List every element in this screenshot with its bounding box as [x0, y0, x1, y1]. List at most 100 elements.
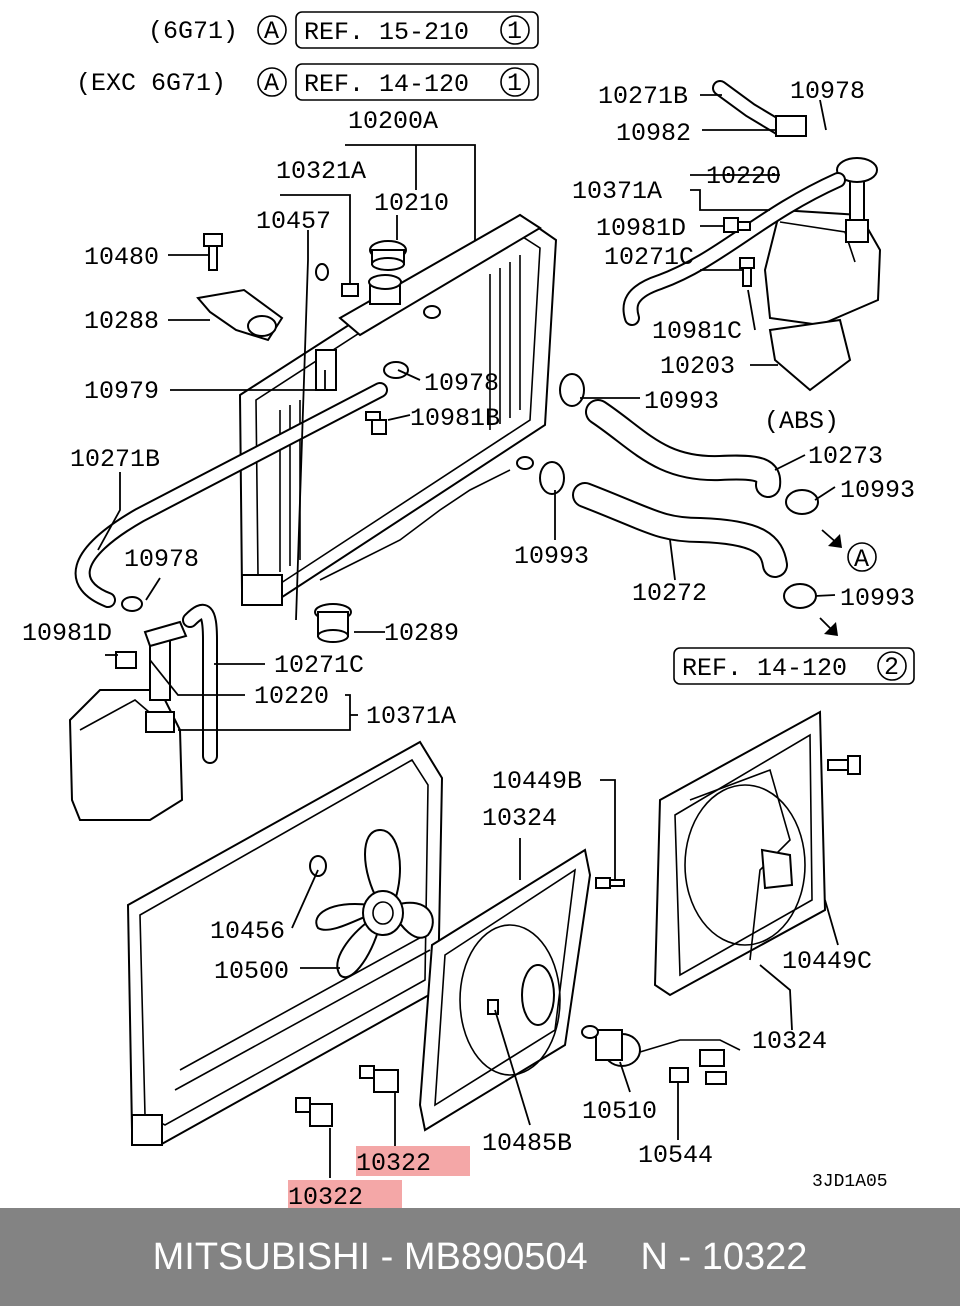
label-10979: 10979: [84, 377, 159, 406]
label-10993-d: 10993: [840, 584, 915, 613]
ref-text: REF. 15-210: [304, 18, 469, 47]
label-10456: 10456: [210, 917, 285, 946]
label-10978-upper: 10978: [424, 369, 499, 398]
ref-number: 1: [507, 17, 522, 46]
label-10220-left: 10220: [254, 682, 329, 711]
shroud-center: [418, 848, 592, 1132]
bolt-10449b: [595, 877, 625, 889]
arrows: [819, 529, 877, 636]
label-abs: (ABS): [764, 407, 839, 436]
ref-marker: A: [264, 17, 279, 46]
position-number: N - 10322: [640, 1235, 808, 1278]
label-10322-a: 10322: [356, 1149, 431, 1178]
clip-10321a: [341, 283, 359, 297]
footer-separator: -: [370, 1235, 404, 1278]
gasket-10457: [315, 263, 329, 281]
sensor-10322-left: [295, 1097, 333, 1127]
bolt-10981d-right: [723, 217, 751, 233]
bracket-10288: [196, 288, 284, 342]
label-10321a: 10321A: [276, 157, 366, 186]
hose-10273: [585, 399, 782, 498]
label-10371a-right: 10371A: [572, 177, 662, 206]
hose-clamps: [539, 373, 819, 609]
part-labels: 10200A 10321A 10210 10457 10480 10288 10…: [22, 77, 915, 1208]
label-10271c-left: 10271C: [274, 651, 364, 680]
hose-10272: [572, 482, 788, 578]
parts-diagram: (6G71) A REF. 15-210 1 (EXC 6G71) A REF.…: [22, 11, 915, 1208]
label-10324-right: 10324: [752, 1027, 827, 1056]
label-10449b: 10449B: [492, 767, 582, 796]
part-number: MB890504: [403, 1235, 588, 1278]
mount-10289: [314, 603, 352, 643]
clamp-10978: [383, 361, 409, 379]
connector-10544: [669, 1049, 727, 1085]
label-10449c: 10449C: [782, 947, 872, 976]
highlight-10322-b: [288, 1180, 402, 1208]
bolt-10449c: [827, 755, 861, 775]
ref-bottom-number: 2: [884, 653, 899, 682]
label-10500: 10500: [214, 957, 289, 986]
ref-number: 1: [507, 69, 522, 98]
brand-name: MITSUBISHI: [152, 1235, 371, 1278]
diagram-code: 3JD1A05: [812, 1172, 888, 1192]
motor-10510: [581, 1025, 741, 1067]
label-10210: 10210: [374, 189, 449, 218]
fan-10500: [315, 828, 434, 978]
label-10271c-right: 10271C: [604, 243, 694, 272]
ref-marker: A: [264, 69, 279, 98]
label-10273: 10273: [808, 442, 883, 471]
label-10981d-left: 10981D: [22, 619, 112, 648]
label-10510: 10510: [582, 1097, 657, 1126]
label-10544: 10544: [638, 1141, 713, 1170]
label-10457: 10457: [256, 207, 331, 236]
label-marker-a: A: [854, 545, 869, 574]
label-10220-right: 10220: [706, 162, 781, 191]
label-10981d-right: 10981D: [596, 214, 686, 243]
nut-10456: [309, 855, 327, 877]
footer-gap: [588, 1236, 641, 1279]
ref-condition: (6G71): [148, 17, 238, 46]
highlight-10322-a: [356, 1146, 470, 1176]
label-10993-b: 10993: [840, 476, 915, 505]
bolt-10981c: [739, 257, 755, 287]
label-10978-lower: 10978: [124, 545, 199, 574]
ref-text: REF. 14-120: [304, 70, 469, 99]
sensor-10322-right: [359, 1065, 399, 1093]
label-10200a: 10200A: [348, 107, 438, 136]
label-10982: 10982: [616, 119, 691, 148]
hose-10271b-left: [74, 382, 388, 608]
bolt-10480: [203, 233, 223, 271]
part-footer: MITSUBISHI - MB890504 N - 10322: [0, 1208, 960, 1306]
label-10272: 10272: [632, 579, 707, 608]
bolt-10981b: [365, 411, 387, 435]
label-10981c: 10981C: [652, 317, 742, 346]
label-10993-c: 10993: [514, 542, 589, 571]
shroud-right: [653, 710, 827, 997]
label-10203: 10203: [660, 352, 735, 381]
label-10322-b: 10322: [288, 1183, 363, 1208]
header-ref-6g71: (6G71) A REF. 15-210 1: [148, 11, 539, 49]
radiator-upper-drawing: [238, 213, 558, 607]
label-10993-a: 10993: [644, 387, 719, 416]
radiator-cap: [369, 240, 407, 271]
ref-condition: (EXC 6G71): [76, 69, 226, 98]
reservoir-left: [68, 620, 188, 821]
label-10981b: 10981B: [410, 404, 500, 433]
label-10288: 10288: [84, 307, 159, 336]
hose-10271c-left: [182, 603, 218, 764]
hose-10271b-right: [712, 80, 807, 137]
label-10371a-left: 10371A: [366, 702, 456, 731]
reservoir-right: [763, 157, 882, 392]
label-10978-right: 10978: [790, 77, 865, 106]
header-ref-exc-6g71: (EXC 6G71) A REF. 14-120 1: [76, 63, 539, 101]
ref-bottom: REF. 14-120 2: [673, 647, 915, 685]
label-10271b-left: 10271B: [70, 445, 160, 474]
hose-10271c-right: [622, 172, 846, 326]
label-10324-center: 10324: [482, 804, 557, 833]
ref-bottom-text: REF. 14-120: [682, 654, 847, 683]
label-10289: 10289: [384, 619, 459, 648]
label-10271b-right: 10271B: [598, 82, 688, 111]
leader-lines: [97, 94, 839, 1178]
label-10485b: 10485B: [482, 1129, 572, 1158]
label-10480: 10480: [84, 243, 159, 272]
